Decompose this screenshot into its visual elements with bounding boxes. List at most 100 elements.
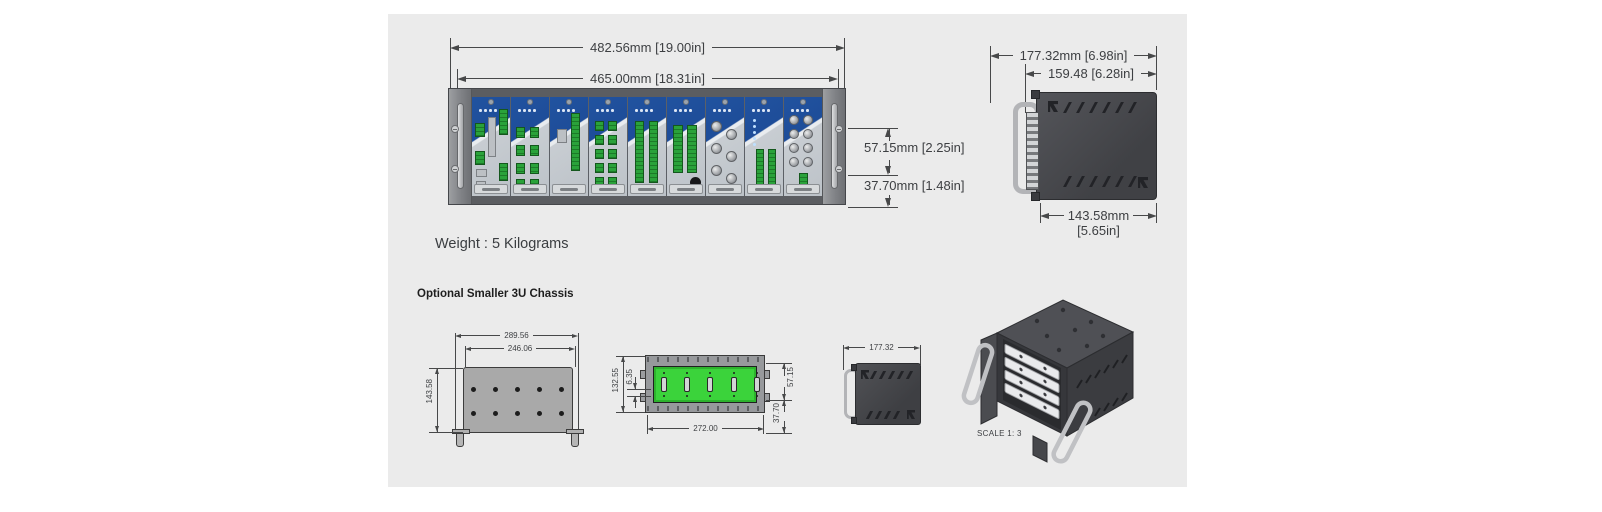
rear-view — [463, 367, 573, 433]
dim-line — [784, 400, 785, 412]
dim-depth-outer: 177.32mm [6.98in] — [990, 49, 1157, 62]
vent-hole — [515, 411, 520, 416]
vent-hole — [471, 411, 476, 416]
terminal-connector — [571, 113, 580, 171]
led-row — [557, 109, 575, 112]
screw-icon — [800, 99, 806, 105]
arrow-right-icon — [572, 333, 578, 338]
backplane-slot — [684, 372, 691, 397]
dim-depth-inner-label: 159.48 [6.28in] — [1047, 66, 1135, 81]
front-flange — [1031, 192, 1040, 201]
module-ejector — [630, 184, 664, 194]
module — [472, 97, 511, 196]
extension-line — [838, 69, 839, 96]
arrow-left-icon — [843, 345, 849, 350]
extension-tick — [766, 433, 792, 434]
vent-hole — [537, 387, 542, 392]
round-connector — [726, 173, 737, 184]
vent-hole — [537, 411, 542, 416]
round-connector — [726, 151, 737, 162]
screw-icon — [566, 99, 572, 105]
extension-tick — [766, 400, 792, 401]
arrow-up-icon — [620, 356, 625, 362]
terminal-connector — [499, 163, 508, 181]
side-tab — [640, 370, 646, 379]
arrow-up-icon — [781, 363, 786, 369]
extension-tick — [848, 128, 898, 129]
port-connector — [488, 117, 496, 157]
arrow-left-icon — [465, 346, 471, 351]
screw-icon — [761, 99, 767, 105]
terminal-connector — [530, 163, 539, 174]
extension-line — [1156, 46, 1157, 90]
dim-line — [784, 363, 785, 376]
arrow-left-icon — [450, 44, 459, 51]
brand-mark-icon — [1138, 177, 1148, 188]
extension-line — [578, 333, 579, 433]
led-row — [791, 109, 809, 112]
module-ejector — [513, 184, 547, 194]
brand-mark-icon — [1048, 101, 1058, 112]
round-connector — [789, 157, 799, 167]
iso-view — [961, 299, 1135, 464]
arrow-right-icon — [1148, 70, 1157, 77]
arrow-right-icon — [1148, 212, 1158, 219]
module-ejector — [786, 184, 820, 194]
terminal-connector — [530, 127, 539, 138]
extension-line — [647, 415, 648, 434]
dim-front-width-label: 272.00 — [693, 423, 718, 433]
vent-hole — [493, 387, 498, 392]
round-connector — [726, 129, 737, 140]
terminal-connector — [687, 125, 697, 173]
terminal-connector — [649, 121, 658, 183]
backplane-board — [653, 366, 757, 403]
led-row — [752, 109, 770, 112]
terminal-connector — [595, 121, 604, 131]
dim-rear-width-outer: 289.56 — [455, 331, 578, 340]
arrow-right-icon — [836, 44, 845, 51]
screw-icon — [683, 99, 689, 105]
extension-tick — [627, 389, 651, 390]
terminal-connector — [595, 163, 604, 173]
rack-handle — [457, 103, 464, 189]
backplane-slot — [753, 372, 760, 397]
round-connector — [803, 115, 813, 125]
arrow-left-icon — [457, 75, 466, 82]
extension-tick — [429, 368, 463, 369]
thumbscrew-icon — [835, 165, 843, 173]
round-connector — [711, 165, 722, 176]
terminal-connector — [516, 163, 525, 174]
module-ejector — [747, 184, 781, 194]
dim-small-depth-label: 177.32 — [869, 342, 894, 352]
dim-small-lower-height-label: 37.70 — [772, 403, 781, 424]
dim-rear-width-inner: 246.06 — [465, 344, 575, 353]
module — [589, 97, 628, 196]
module-slots — [472, 97, 822, 196]
extension-line — [465, 346, 466, 367]
led-row — [518, 109, 536, 112]
led-row — [674, 109, 692, 112]
screw-icon — [527, 99, 533, 105]
led-column — [753, 119, 756, 146]
iso-side-vents — [1076, 354, 1128, 417]
arrow-down-icon — [885, 198, 891, 207]
terminal-connector — [635, 121, 644, 183]
front-flange — [1031, 90, 1040, 99]
chassis-foot — [571, 433, 579, 447]
front-flange — [851, 417, 857, 424]
arrow-down-icon — [434, 426, 439, 432]
dim-line — [623, 356, 624, 412]
screw-icon — [605, 99, 611, 105]
dim-slot-pitch-label: 6.35 — [625, 369, 634, 385]
module — [667, 97, 706, 196]
extension-line — [450, 38, 451, 96]
extension-tick — [848, 175, 898, 176]
round-connector — [803, 143, 813, 153]
arrow-down-icon — [781, 427, 786, 433]
led-row — [635, 109, 653, 112]
vent-hole — [471, 387, 476, 392]
thumbscrew-icon — [451, 165, 459, 173]
front-flange — [851, 364, 857, 371]
screw-icon — [488, 99, 494, 105]
